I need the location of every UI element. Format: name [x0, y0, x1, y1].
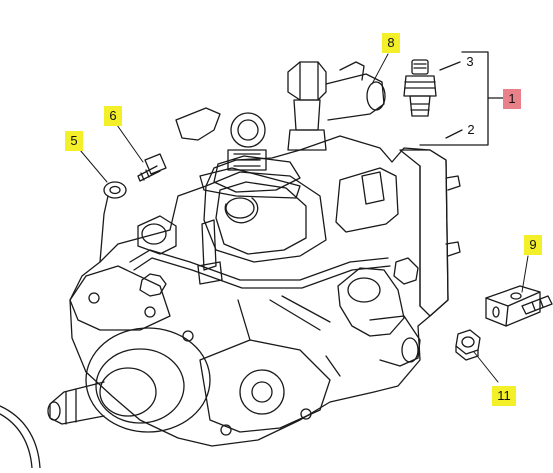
- callout-6: 6: [104, 106, 122, 126]
- washer-part-5: [103, 181, 127, 199]
- leader-lines: [79, 53, 529, 383]
- bracket-part-9: [485, 285, 553, 327]
- callout-3: 3: [466, 54, 474, 69]
- group-bracket: [419, 51, 504, 146]
- o-ring: [0, 405, 41, 469]
- callout-9: 9: [524, 235, 542, 255]
- callout-5: 5: [65, 131, 83, 151]
- callout-1: 1: [503, 89, 521, 109]
- callout-11: 11: [492, 386, 516, 406]
- callout-8: 8: [382, 33, 400, 53]
- sensor-part-3: [403, 59, 437, 117]
- bolt-part-6: [137, 153, 167, 182]
- pump-body: [47, 61, 461, 447]
- nut-part-11: [455, 329, 481, 361]
- callout-2: 2: [467, 122, 475, 137]
